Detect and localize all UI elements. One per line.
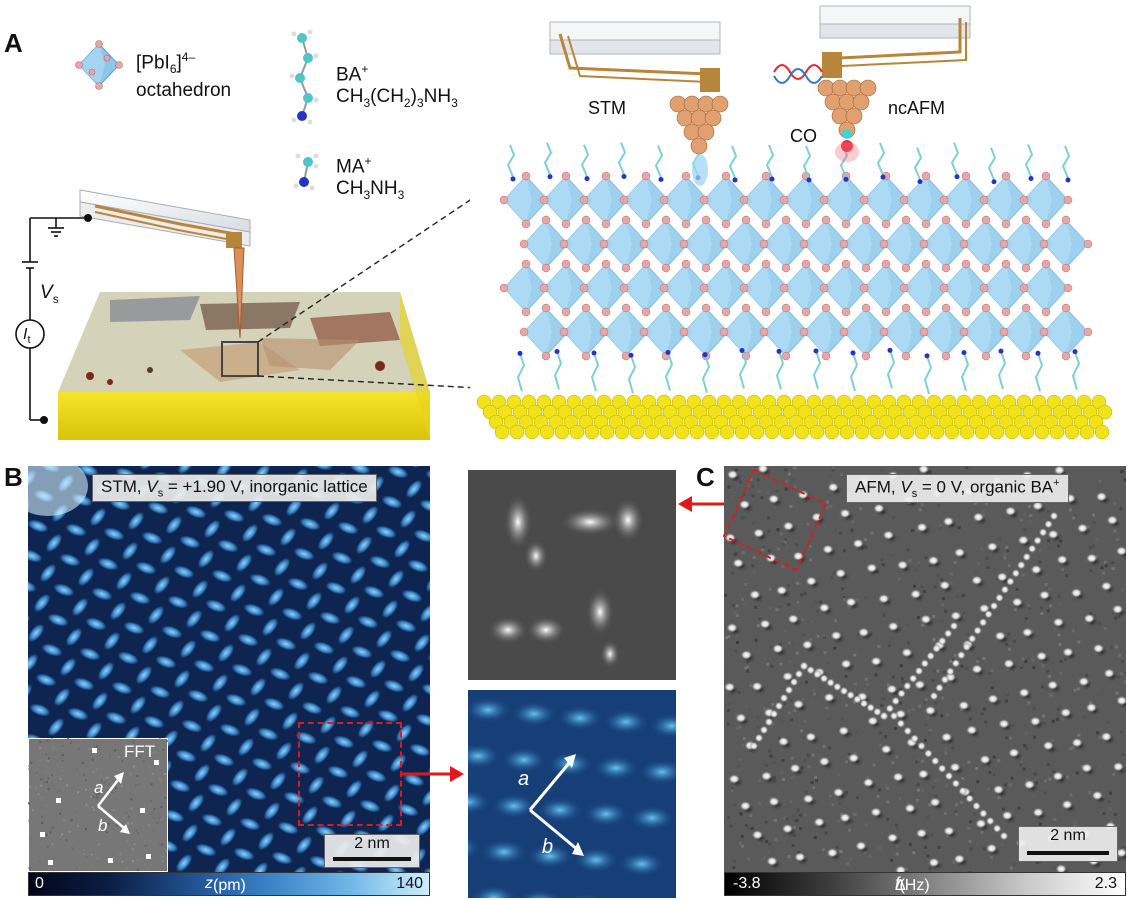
ncafm-tip-label: ncAFM bbox=[888, 98, 946, 118]
ma-molecule-icon bbox=[293, 153, 319, 191]
panel-label-c: C bbox=[696, 462, 715, 492]
stm-roi-box[interactable] bbox=[298, 722, 402, 826]
co-label: CO bbox=[790, 126, 817, 146]
voltage-label: Vs bbox=[40, 282, 59, 306]
zoom-vector-a: a bbox=[518, 768, 530, 790]
panel-label-a: A bbox=[4, 28, 23, 58]
fft-vector-a: a bbox=[94, 778, 104, 797]
ba-legend: BA+ CH3(CH2)3NH3 bbox=[336, 62, 458, 111]
stm-scalebar: 2 nm bbox=[324, 834, 420, 868]
zoom-vector-b: b bbox=[542, 836, 554, 858]
red-arrow-to-zoom bbox=[402, 766, 464, 782]
afm-image-label: AFM, Vs = 0 V, organic BA+ bbox=[846, 474, 1069, 504]
stm-image-label: STM, Vs = +1.90 V, inorganic lattice bbox=[92, 474, 377, 503]
ma-legend: MA+ CH3NH3 bbox=[336, 154, 405, 203]
ncafm-tip bbox=[773, 5, 971, 162]
afm-frequency-shift-image[interactable] bbox=[724, 466, 1126, 872]
fft-inset bbox=[28, 738, 168, 872]
fft-label: FFT bbox=[124, 742, 156, 761]
afm-scalebar: 2 nm bbox=[1018, 826, 1118, 862]
perovskite-crystal bbox=[476, 142, 1113, 440]
stm-colorbar: 0 z (pm) 140 bbox=[28, 872, 430, 896]
stm-tip bbox=[549, 21, 729, 186]
current-label: It bbox=[23, 326, 31, 347]
stm-zoom-image[interactable] bbox=[468, 690, 676, 898]
afm-roi-box[interactable] bbox=[722, 466, 832, 576]
fft-vector-b: b bbox=[98, 816, 108, 835]
sample-setup bbox=[15, 189, 470, 440]
panel-label-b: B bbox=[4, 462, 23, 492]
ba-molecule-icon bbox=[289, 29, 319, 125]
stm-tip-label: STM bbox=[588, 98, 626, 118]
afm-zoom-image[interactable] bbox=[468, 470, 676, 680]
octahedron-legend: [PbI6]4– octahedron bbox=[136, 50, 232, 102]
octahedron-icon bbox=[75, 40, 123, 90]
